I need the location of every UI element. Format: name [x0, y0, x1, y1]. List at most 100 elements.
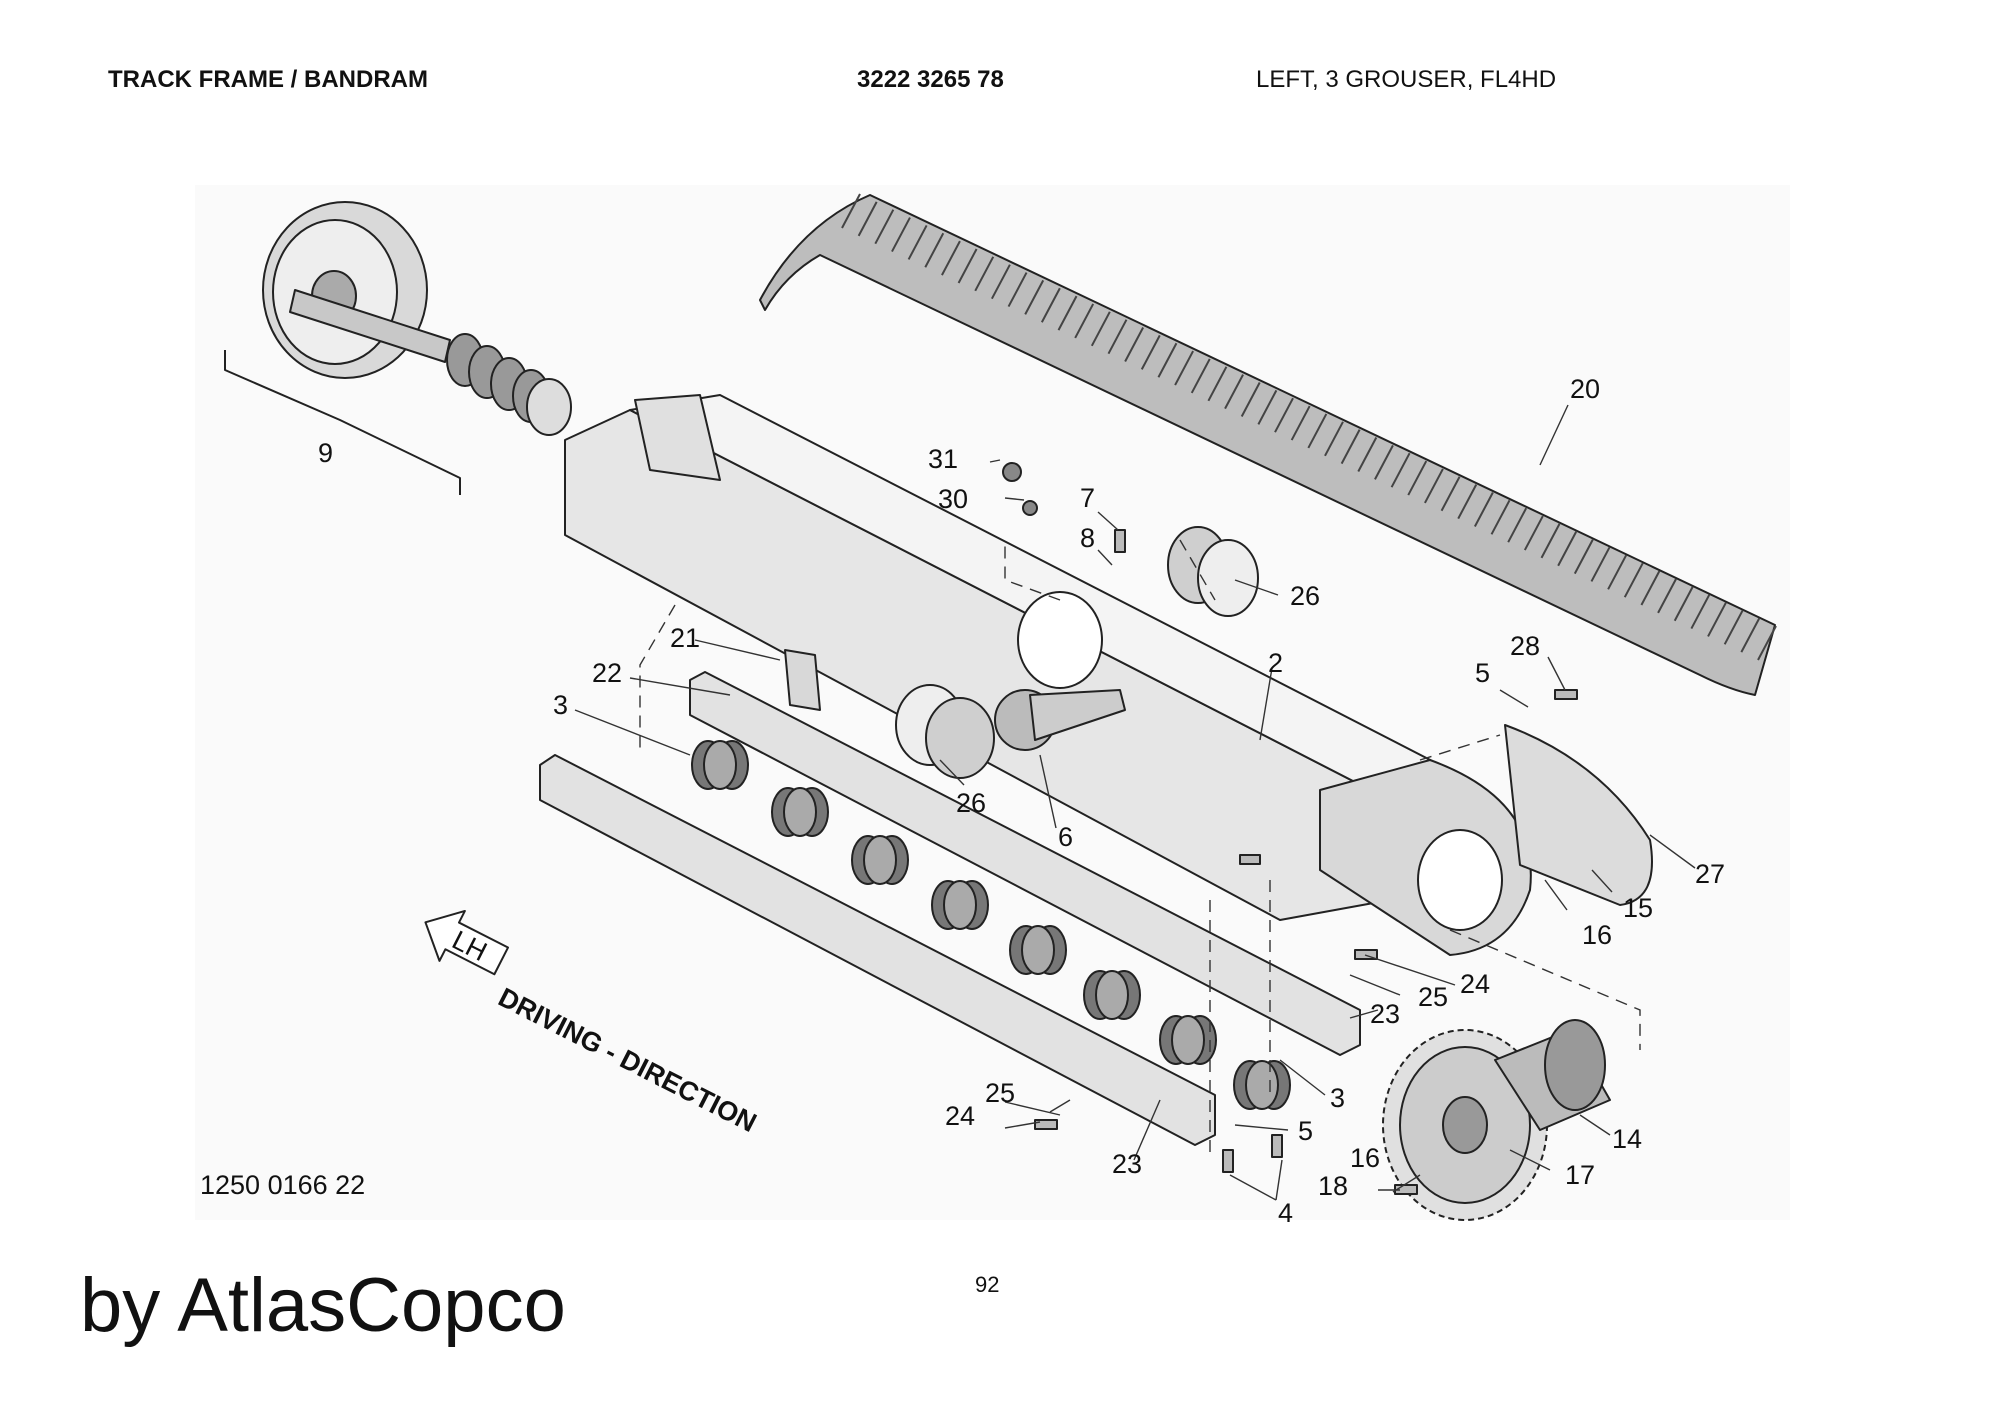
header-part-number: 3222 3265 78	[857, 66, 1004, 93]
grouser-plate	[907, 224, 928, 260]
callout: 20	[1570, 374, 1600, 404]
callout: 2	[1268, 648, 1283, 678]
grouser-plate	[1723, 609, 1744, 645]
grouser-plate	[1507, 507, 1528, 543]
grouser-plate	[1457, 484, 1478, 520]
callout: 14	[1612, 1124, 1642, 1154]
callout: 24	[1460, 969, 1490, 999]
grouser-plate	[1740, 617, 1761, 653]
grouser-plate	[1673, 586, 1694, 622]
grouser-plate	[1357, 437, 1378, 472]
grouser-plate	[1290, 405, 1311, 441]
grouser-plate	[874, 209, 895, 245]
track-roller	[691, 740, 749, 790]
track-roller	[1009, 925, 1067, 975]
tension-spring	[446, 333, 572, 436]
track-roller	[1233, 1060, 1291, 1110]
callout: 24	[945, 1101, 975, 1131]
page-number: 92	[975, 1272, 1000, 1297]
track-roller	[1083, 970, 1141, 1020]
grouser-plate	[1224, 374, 1244, 410]
track-frame-beam	[564, 394, 1532, 956]
grouser-plate	[1307, 413, 1328, 449]
callout: 3	[1330, 1083, 1345, 1113]
grouser-plate	[1590, 546, 1611, 582]
grouser-plate	[1607, 554, 1627, 590]
bolts	[1034, 529, 1578, 1195]
drive-motor	[1494, 1019, 1611, 1131]
grouser-plate	[1324, 421, 1344, 457]
grouser-plate	[1140, 334, 1161, 370]
grouser-plate	[1107, 319, 1128, 355]
motor-cover-plate	[1504, 724, 1653, 906]
grouser-plate	[1690, 594, 1711, 630]
header-variant: LEFT, 3 GROUSER, FL4HD	[1256, 66, 1557, 93]
callout: 22	[592, 658, 622, 688]
callout: 5	[1475, 658, 1490, 688]
callout: 15	[1623, 893, 1653, 923]
grouser-plate	[1390, 452, 1411, 488]
grouser-plate	[1490, 499, 1511, 535]
callout: 4	[1278, 1198, 1293, 1228]
direction-arrow-icon	[424, 909, 509, 976]
grouser-plate	[1340, 429, 1361, 465]
grouser-plate	[924, 232, 945, 268]
callout: 18	[1318, 1171, 1348, 1201]
grouser-plate	[1040, 287, 1061, 323]
idler-wheel-assembly	[224, 201, 572, 495]
grouser-plate	[1623, 562, 1644, 598]
grouser-plate	[1757, 625, 1777, 661]
callout: 5	[1298, 1116, 1313, 1146]
callout: 17	[1565, 1160, 1595, 1190]
callout: 31	[928, 444, 958, 474]
grouser-plate	[1207, 366, 1228, 402]
callout: 21	[670, 623, 700, 653]
track-roller	[771, 787, 829, 837]
track-guard-upper	[689, 671, 1361, 1056]
callout: 23	[1112, 1149, 1142, 1179]
grouser-plate	[1440, 476, 1461, 512]
grouser-plate	[1190, 358, 1211, 394]
callout: 25	[985, 1078, 1015, 1108]
brand-watermark: by AtlasCopco	[80, 1263, 566, 1348]
grouser-plate	[841, 193, 861, 229]
pivot-axle	[994, 689, 1126, 751]
grouser-plate	[1074, 303, 1095, 339]
callout-labels: 31 30 7 8 26 20 9 21 22 3 2 5 28 26 6 27…	[318, 374, 1725, 1228]
grouser-plate	[1374, 444, 1394, 480]
callout: 26	[956, 788, 986, 818]
grouser-plate	[1540, 523, 1561, 559]
track-guard-lower	[539, 754, 1216, 1146]
callout: 23	[1370, 999, 1400, 1029]
grouser-plate	[1274, 397, 1294, 433]
grouser-plate	[1473, 492, 1494, 527]
grouser-plate	[1124, 327, 1145, 362]
callout: 9	[318, 438, 333, 468]
grouser-plate	[974, 256, 995, 292]
grouser-plate	[991, 264, 1011, 300]
leader-lines	[574, 404, 1696, 1201]
grouser-plate	[1407, 460, 1428, 496]
assembly-guide-lines	[639, 539, 1641, 1160]
track-roller	[1159, 1015, 1217, 1065]
grouser-plate	[1573, 539, 1594, 575]
callout: 6	[1058, 822, 1073, 852]
grouser-plate	[1523, 515, 1544, 551]
grouser-plate	[1557, 531, 1578, 567]
track-rollers	[691, 740, 1291, 1110]
grouser-plate	[1707, 601, 1727, 637]
callout: 26	[1290, 581, 1320, 611]
grouser-plate	[1424, 468, 1444, 504]
callout: 30	[938, 484, 968, 514]
bushing-lower	[895, 684, 995, 779]
track-roller	[851, 835, 909, 885]
grouser-plate	[891, 217, 911, 253]
grouser-plate	[1157, 342, 1178, 378]
grease-nipple	[1002, 462, 1038, 516]
grouser-plate	[857, 201, 878, 237]
header-title: TRACK FRAME / BANDRAM	[108, 66, 428, 93]
grouser-plate	[1090, 311, 1111, 347]
grouser-plate	[1057, 295, 1078, 331]
grouser-plate	[1257, 389, 1278, 425]
